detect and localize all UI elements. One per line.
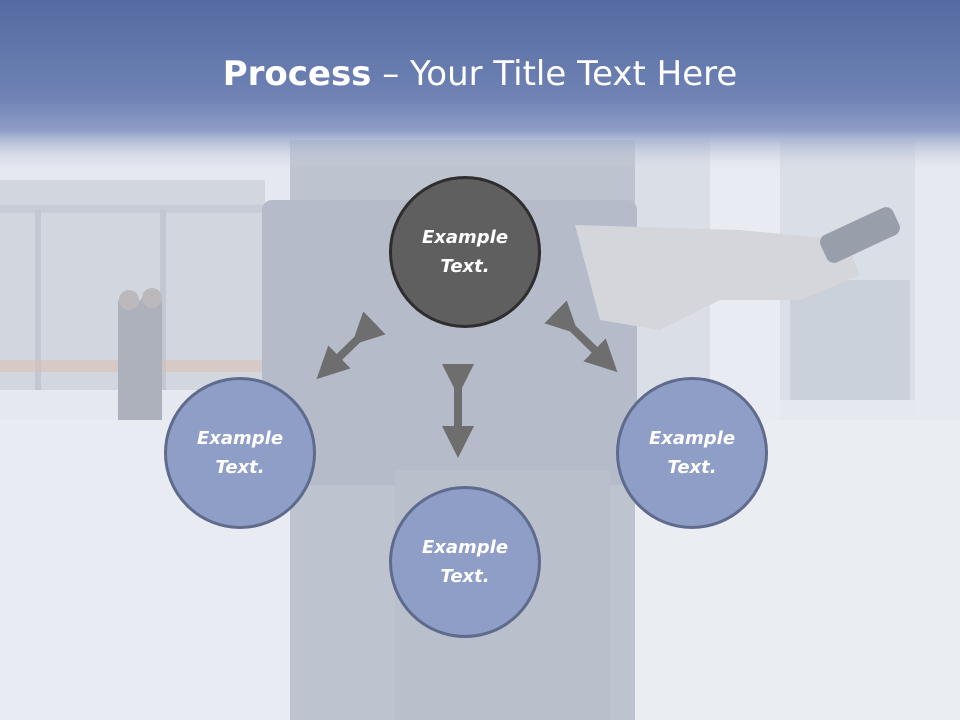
step-top-line1: Example	[421, 227, 509, 248]
arrow-top-left	[316, 311, 386, 380]
step-right-line1: Example	[648, 428, 736, 449]
process-step-bottom: Example Text.	[389, 486, 541, 638]
step-bottom-line1: Example	[421, 537, 509, 558]
step-left-line2: Text.	[215, 457, 265, 478]
step-top-line2: Text.	[440, 256, 490, 277]
title-rest: – Your Title Text Here	[371, 54, 738, 94]
slide-title: Process – Your Title Text Here	[0, 52, 960, 96]
step-left-line1: Example	[196, 428, 284, 449]
step-right-line2: Text.	[667, 457, 717, 478]
process-step-left: Example Text.	[164, 377, 316, 529]
process-step-top: Example Text.	[389, 176, 541, 328]
process-step-right: Example Text.	[616, 377, 768, 529]
arrow-top-right	[544, 300, 618, 373]
title-strong: Process	[222, 54, 372, 94]
step-bottom-line2: Text.	[440, 566, 490, 587]
